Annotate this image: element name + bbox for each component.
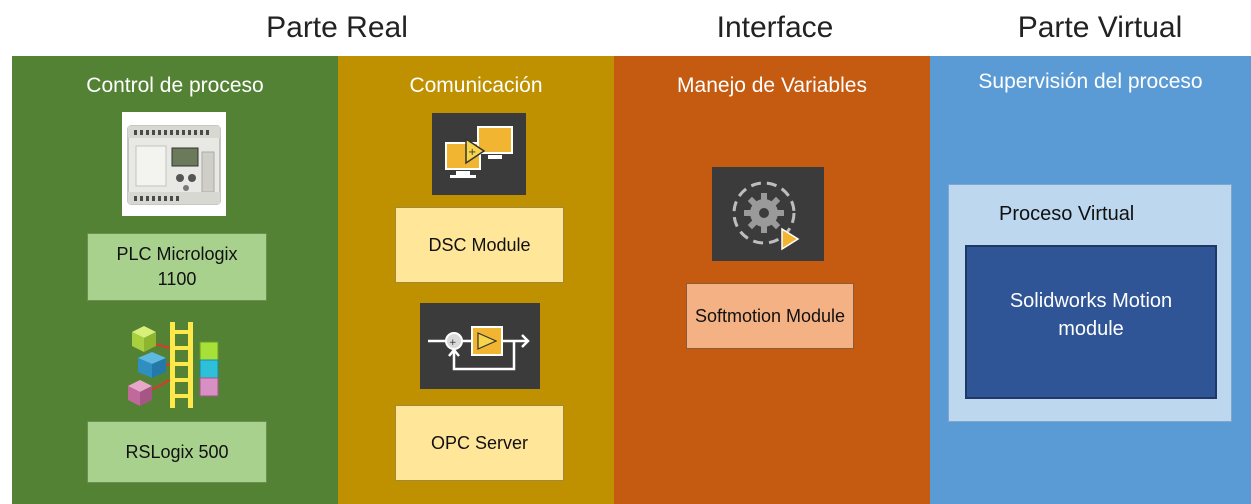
svg-text:+: + xyxy=(449,338,457,348)
plc-micrologix-box: PLC Micrologix 1100 xyxy=(87,233,267,301)
column-supervision-del-proceso: Supervisión del proceso Proceso Virtual … xyxy=(930,56,1251,504)
column-title: Supervisión del proceso xyxy=(978,70,1203,93)
column-title: Comunicación xyxy=(409,74,543,97)
solidworks-motion-label: Solidworks Motion module xyxy=(1009,290,1173,340)
opc-server-box: OPC Server xyxy=(395,405,564,481)
column-control-de-proceso: Control de proceso xyxy=(12,56,338,504)
rslogix-box: RSLogix 500 xyxy=(87,421,267,483)
header-parte-virtual: Parte Virtual xyxy=(1017,11,1183,44)
column-comunicacion: Comunicación + DSC Module + xyxy=(338,56,614,504)
softmotion-module-box: Softmotion Module xyxy=(686,283,854,349)
svg-text:+: + xyxy=(468,147,476,158)
plc-hardware-icon xyxy=(122,112,226,216)
column-title: Control de proceso xyxy=(86,74,264,97)
plc-micrologix-label: PLC Micrologix 1100 xyxy=(116,244,238,289)
control-loop-icon: + xyxy=(420,303,540,389)
opc-server-label: OPC Server xyxy=(430,432,529,453)
proceso-virtual-box: Proceso Virtual Solidworks Motion module xyxy=(948,184,1232,422)
softmotion-module-label: Softmotion Module xyxy=(694,305,846,326)
proceso-virtual-label: Proceso Virtual xyxy=(999,203,1135,225)
dsc-module-label: DSC Module xyxy=(428,234,531,255)
header-interface: Interface xyxy=(716,11,834,44)
dsc-module-box: DSC Module xyxy=(395,207,564,283)
ladder-logic-icon xyxy=(124,316,228,412)
networked-computers-icon: + xyxy=(432,113,526,195)
solidworks-motion-box: Solidworks Motion module xyxy=(965,245,1217,399)
column-manejo-de-variables: Manejo de Variables Softmotion Module xyxy=(614,56,930,504)
header-parte-real: Parte Real xyxy=(266,11,408,44)
rslogix-label: RSLogix 500 xyxy=(125,441,229,462)
column-title: Manejo de Variables xyxy=(677,74,867,97)
gear-motion-icon xyxy=(712,167,824,261)
